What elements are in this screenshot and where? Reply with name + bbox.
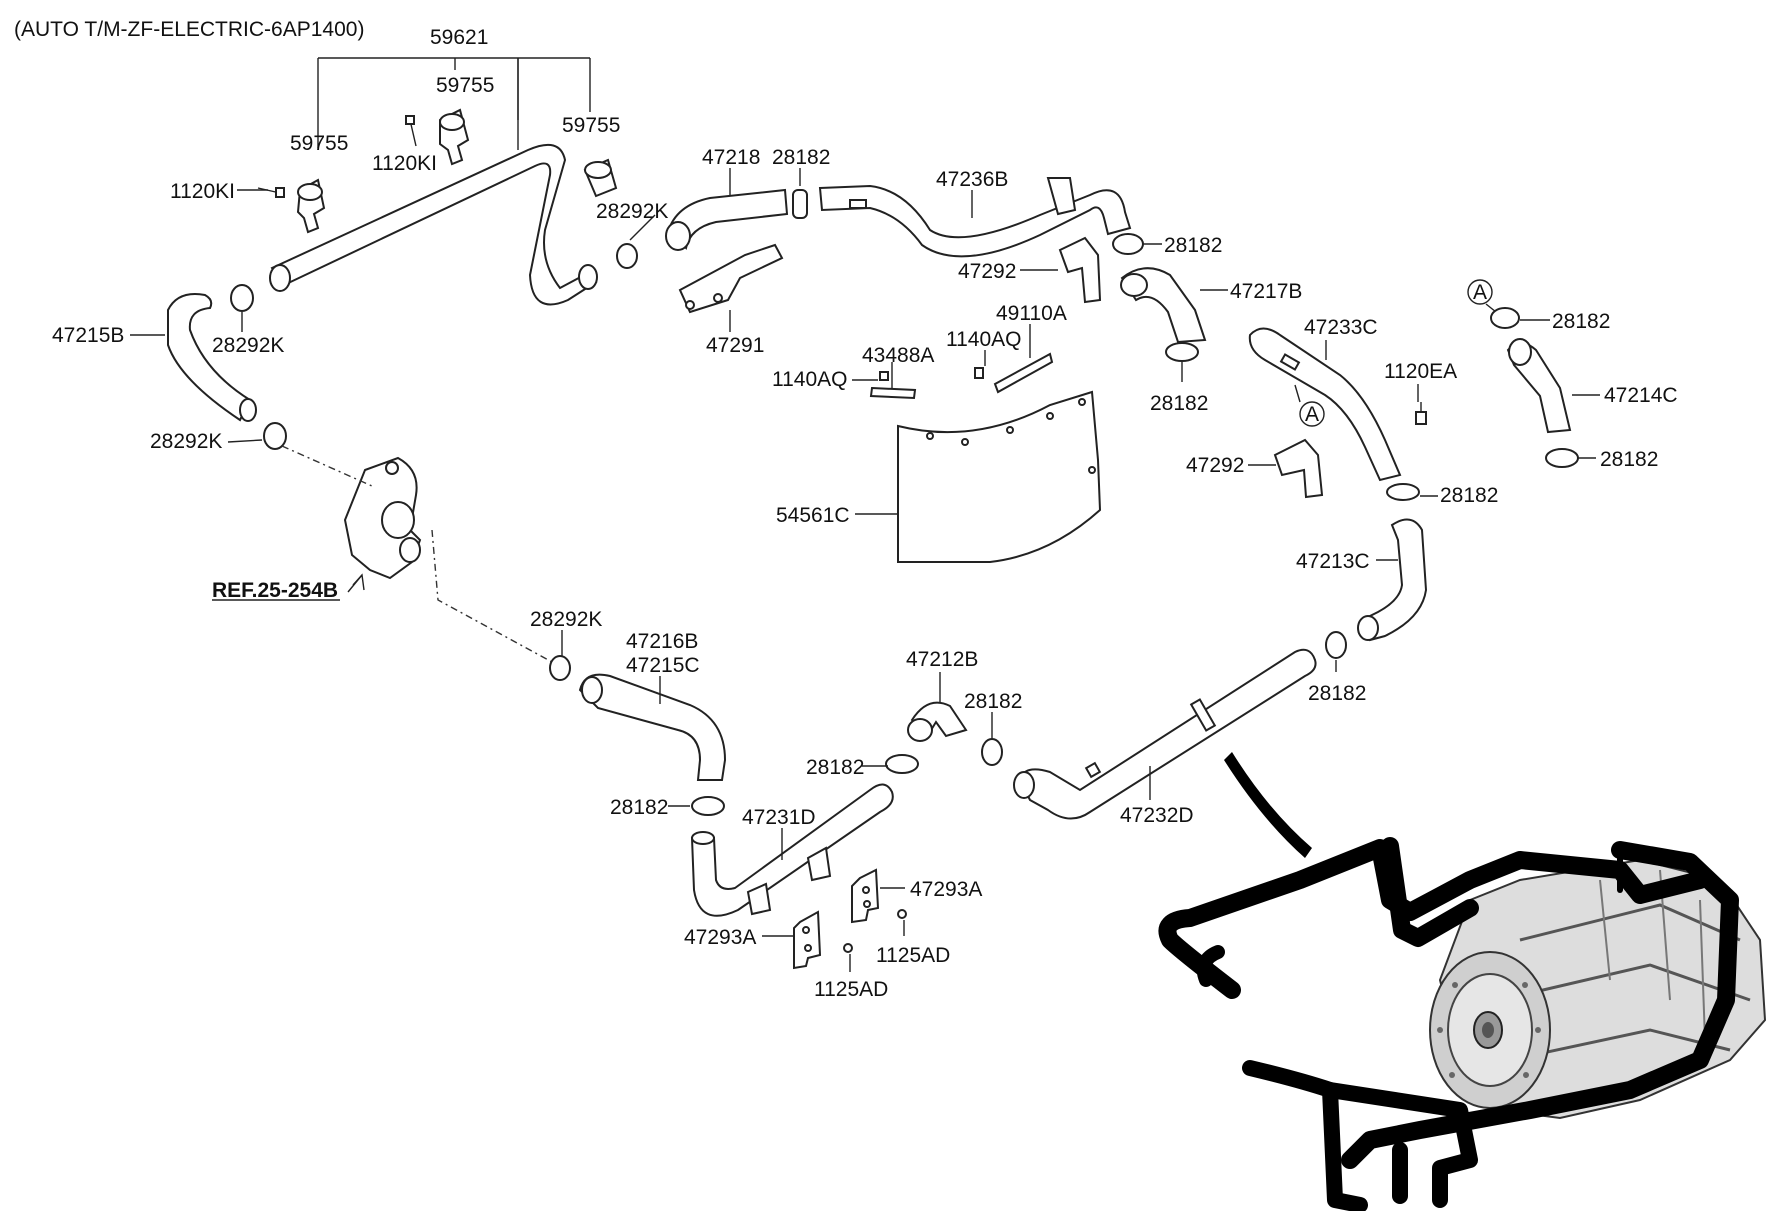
label-28182: 28182: [1150, 392, 1208, 415]
label-47293a: 47293A: [684, 926, 756, 949]
label-47293a: 47293A: [910, 878, 982, 901]
label-1120ki: 1120KI: [372, 152, 437, 175]
label-59755: 59755: [436, 74, 494, 97]
hose-clamp-icon: [885, 754, 919, 774]
callout-a-icon: A: [1467, 279, 1497, 313]
hose-47212b: [907, 701, 968, 742]
label-47213c: 47213C: [1296, 550, 1370, 573]
hose-clamp-icon: [792, 189, 808, 219]
label-47214c: 47214C: [1604, 384, 1678, 407]
label-47215c: 47215C: [626, 654, 700, 677]
mount-clamp-icon: [583, 158, 618, 198]
label-28182: 28182: [1552, 310, 1610, 333]
hose-47217b: [1120, 267, 1207, 344]
label-1125ad: 1125AD: [876, 944, 950, 967]
pipe-47236b: [818, 177, 1132, 258]
callout-a-icon: A: [1294, 384, 1325, 427]
upper-long-hose: [270, 143, 598, 306]
thermostat-housing-icon: [343, 456, 422, 580]
heat-shield-icon: [897, 390, 1102, 563]
hose-clamp-icon: [230, 284, 254, 312]
label-54561c: 54561C: [776, 504, 850, 527]
ref-label: REF.25-254B: [212, 579, 338, 602]
pipe-47231d: [690, 783, 894, 917]
hose-clamp-icon: [1386, 483, 1420, 501]
hose-clamp-icon: [1490, 307, 1520, 329]
label-49110a: 49110A: [996, 302, 1067, 325]
callout-letter: A: [1473, 281, 1487, 304]
bracket-43488a: [869, 386, 917, 400]
label-1120ki: 1120KI: [170, 180, 235, 203]
hose-47216b: [578, 673, 727, 781]
label-47216b: 47216B: [626, 630, 698, 653]
hose-clamp-icon: [1545, 448, 1579, 468]
bracket-icon: [851, 868, 880, 924]
label-1120ea: 1120EA: [1384, 360, 1457, 383]
callout-letter: A: [1305, 403, 1319, 426]
label-47218: 47218: [702, 146, 760, 169]
label-47291: 47291: [706, 334, 764, 357]
hose-clamp-icon: [981, 738, 1003, 766]
label-28182: 28182: [1440, 484, 1498, 507]
label-28182: 28182: [1308, 682, 1366, 705]
bolt-icon: [897, 909, 907, 919]
label-28292k: 28292K: [530, 608, 602, 631]
diagram-title: (AUTO T/M-ZF-ELECTRIC-6AP1400): [14, 18, 364, 41]
label-47215b: 47215B: [52, 324, 124, 347]
bracket-49110a: [993, 352, 1054, 394]
label-1140aq: 1140AQ: [772, 368, 848, 391]
label-28182: 28182: [806, 756, 864, 779]
label-47231d: 47231D: [742, 806, 816, 829]
label-59621: 59621: [430, 26, 488, 49]
hose-clamp-icon: [1165, 342, 1199, 362]
label-28182: 28182: [1600, 448, 1658, 471]
bolt-icon: [843, 943, 853, 953]
bolt-icon: [974, 367, 984, 379]
bolt-icon: [405, 115, 417, 147]
label-28182: 28182: [610, 796, 668, 819]
label-47292: 47292: [1186, 454, 1244, 477]
pipe-47232d: [1013, 648, 1317, 820]
label-28182: 28182: [772, 146, 830, 169]
label-47236b: 47236B: [936, 168, 1008, 191]
label-47217b: 47217B: [1230, 280, 1302, 303]
label-59755: 59755: [290, 132, 348, 155]
label-43488a: 43488A: [862, 344, 934, 367]
label-28182: 28182: [1164, 234, 1222, 257]
hose-47213c: [1357, 518, 1428, 642]
bolt-icon: [1415, 402, 1427, 425]
label-28182: 28182: [964, 690, 1022, 713]
hose-47214c: [1506, 338, 1572, 434]
label-28292k: 28292K: [150, 430, 222, 453]
pipe-47233c: [1248, 327, 1402, 482]
bracket-icon: [793, 910, 822, 970]
hose-clamp-icon: [1325, 631, 1347, 659]
label-28292k: 28292K: [596, 200, 668, 223]
bracket-icon: [1058, 236, 1102, 304]
upper-return-hose-group: [237, 57, 618, 306]
hose-clamp-icon: [691, 796, 725, 816]
bracket-icon: [678, 243, 784, 314]
hose-clamp-icon: [616, 243, 638, 269]
transmission-assembly-icon: [1158, 752, 1767, 1211]
hose-47218: [665, 188, 789, 251]
bolt-icon: [257, 187, 285, 198]
mount-clamp-icon: [296, 178, 326, 234]
lower-left-hose: [167, 293, 257, 422]
label-59755: 59755: [562, 114, 620, 137]
hose-clamp-icon: [1112, 233, 1144, 255]
hose-clamp-icon: [263, 422, 287, 450]
label-1125ad: 1125AD: [814, 978, 888, 1001]
label-47212b: 47212B: [906, 648, 978, 671]
bolt-icon: [879, 371, 889, 381]
label-1140aq: 1140AQ: [946, 328, 1022, 351]
label-47233c: 47233C: [1304, 316, 1378, 339]
mount-clamp-icon: [439, 108, 470, 166]
label-47232d: 47232D: [1120, 804, 1194, 827]
bracket-icon: [1273, 438, 1324, 499]
hose-clamp-icon: [549, 655, 571, 681]
label-28292k: 28292K: [212, 334, 284, 357]
label-47292: 47292: [958, 260, 1016, 283]
